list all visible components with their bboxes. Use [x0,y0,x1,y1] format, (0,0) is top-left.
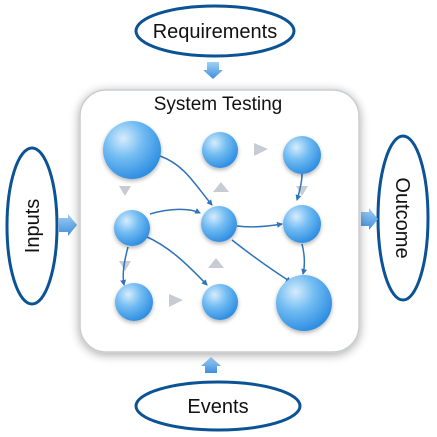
requirements-label: Requirements [153,21,278,43]
connector-center-to-right [236,221,283,228]
ghost-arrow-up-mid-top [213,182,229,192]
events-label: Events [187,396,248,418]
node-top-middle [202,132,238,168]
events-arrow [201,357,221,373]
requirements-oval: Requirements [134,4,296,58]
node-bottom-middle [202,284,238,320]
connector-big-to-center [159,155,213,206]
connector-right-down [301,243,308,275]
ghost-arrow-up-mid-bottom [208,258,224,268]
connector-left-to-bottom-mid [144,235,208,286]
outcome-oval: Outcome [376,134,430,302]
node-center [201,206,237,242]
inputs-oval: Inputs [5,146,59,306]
node-large-bottom-right [276,275,332,331]
nodes [103,121,332,331]
connector-top-right-down [295,173,303,201]
connector-left-down [120,246,129,286]
ghost-arrows [119,143,308,307]
inputs-arrow [59,214,77,236]
events-oval: Events [134,380,302,432]
node-middle-right [283,205,321,243]
ghost-arrow-right-bottom [169,294,183,307]
ghost-arrow-down-right-top [296,186,308,196]
node-bottom-left [115,283,153,321]
connector-left-to-center [149,208,201,215]
node-large-top-left [103,121,161,179]
connectors [120,155,308,286]
ghost-arrow-right-top [254,143,268,156]
node-middle-left [114,210,150,246]
connector-center-to-big-right [231,239,292,283]
outcome-arrow [361,208,378,230]
outcome-label: Outcome [391,177,413,258]
inputs-label: Inputs [22,199,44,253]
requirements-arrow [203,62,223,79]
panel-title: System Testing [154,94,282,115]
ghost-arrow-down-left-bottom [119,261,131,271]
node-top-right [283,136,321,174]
ghost-arrow-down-left-top [119,186,131,196]
